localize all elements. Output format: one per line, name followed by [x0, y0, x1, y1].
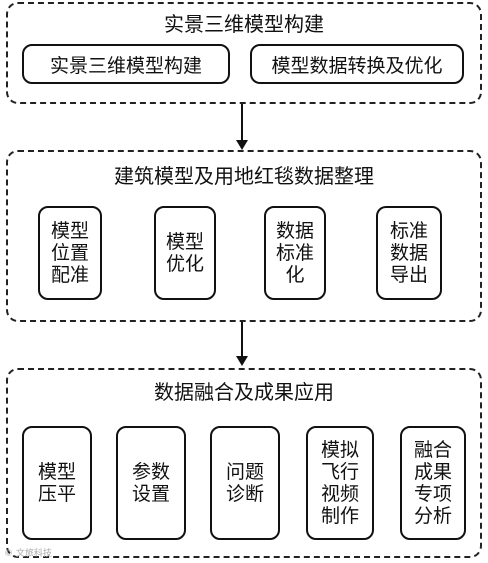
section-title: 建筑模型及用地红毯数据整理	[114, 164, 374, 188]
section-3d-model-build: 实景三维模型构建 实景三维模型构建 模型数据转换及优化	[6, 2, 482, 104]
box-flight-video: 模拟飞行视频制作	[306, 426, 374, 540]
box-model-optimize: 模型优化	[154, 206, 216, 300]
box-model-data-convert: 模型数据转换及优化	[250, 44, 464, 84]
box-model-position-align: 模型位置配准	[38, 206, 102, 300]
section-title: 数据融合及成果应用	[154, 380, 334, 404]
box-standard-data-export: 标准数据导出	[376, 206, 442, 300]
down-arrow-icon	[236, 104, 248, 150]
section-fusion-application: 数据融合及成果应用 模型压平 参数设置 问题诊断 模拟飞行视频制作 融合成果专项…	[6, 368, 482, 558]
section-data-organize: 建筑模型及用地红毯数据整理 模型位置配准 模型优化 数据标准化 标准数据导出	[6, 150, 482, 322]
box-problem-diagnosis: 问题诊断	[210, 426, 280, 540]
box-parameter-settings: 参数设置	[116, 426, 186, 540]
section-title: 实景三维模型构建	[164, 12, 324, 36]
box-model-flatten: 模型压平	[22, 426, 92, 540]
watermark: © 文旅科技	[4, 549, 52, 559]
box-3d-model-build: 实景三维模型构建	[22, 44, 230, 84]
box-fusion-analysis: 融合成果专项分析	[400, 426, 466, 540]
down-arrow-icon	[236, 322, 248, 366]
box-data-standardize: 数据标准化	[264, 206, 326, 300]
